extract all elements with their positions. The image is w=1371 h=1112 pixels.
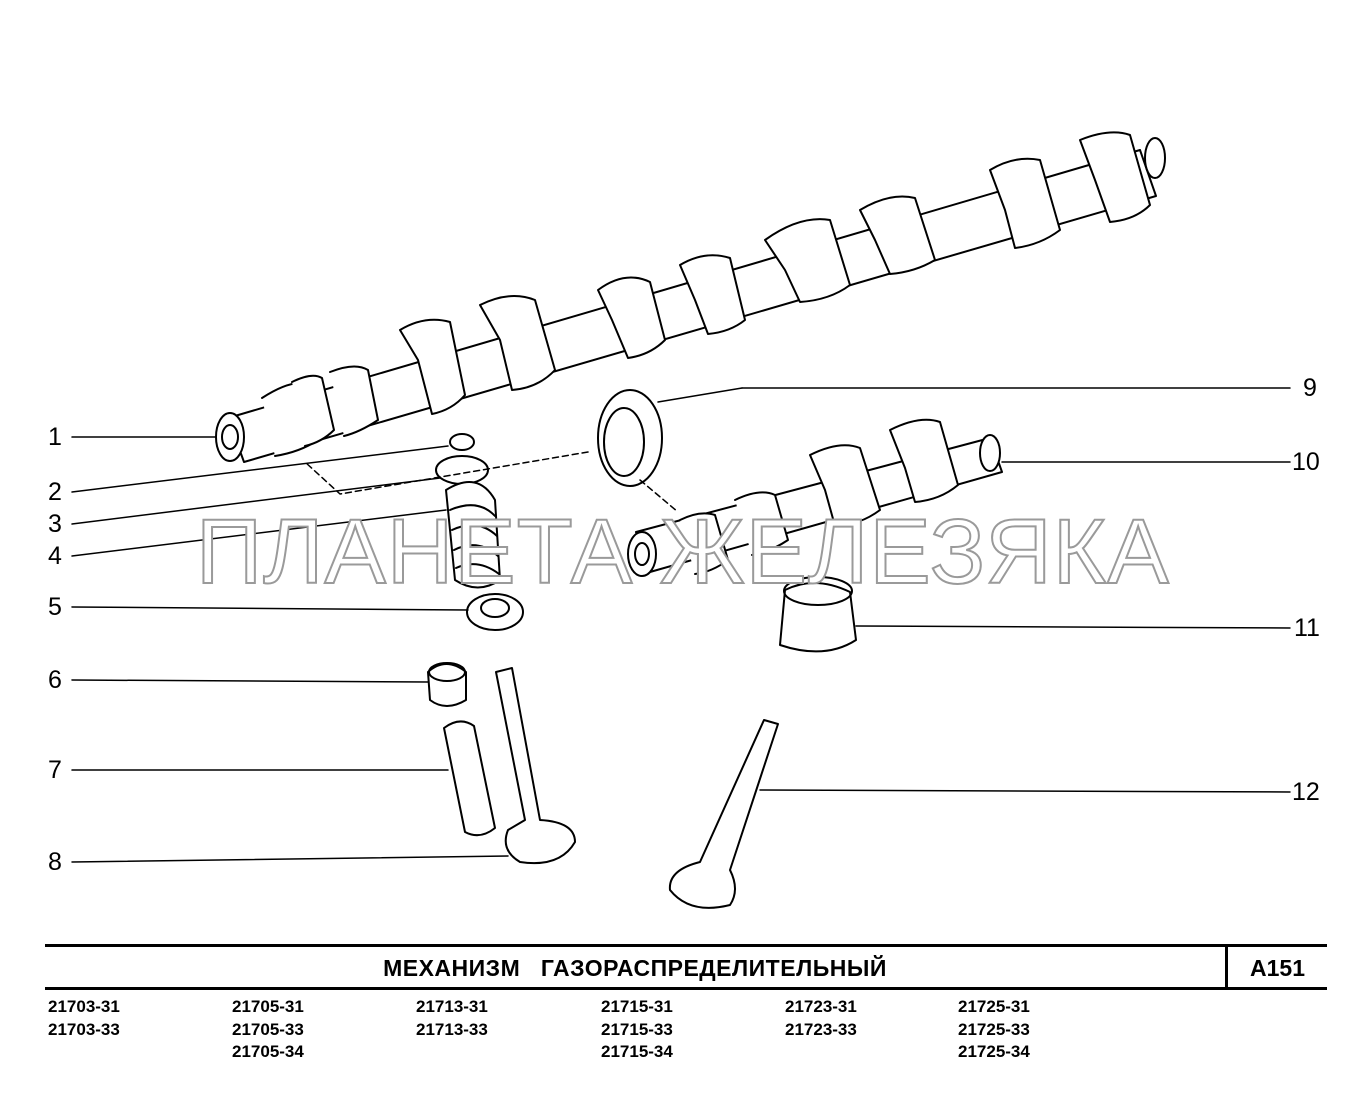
callout-6: 6 [48,666,62,694]
exhaust-valve [668,719,779,909]
model-column-2: 21705-31 21705-33 21705-34 [232,996,304,1064]
camshaft-secondary [627,418,1003,577]
model-column-6: 21725-31 21725-33 21725-34 [958,996,1030,1064]
callout-5: 5 [48,593,62,621]
hydraulic-tappet [779,576,857,653]
model-code: 21713-31 [416,997,488,1016]
page-code: А151 [1250,955,1305,981]
model-code: 21705-31 [232,997,304,1016]
model-column-5: 21723-31 21723-33 [785,996,857,1041]
valve-train-exploded-diagram [71,131,1291,909]
model-code: 21705-34 [232,1042,304,1061]
callout-10: 10 [1292,448,1320,476]
callout-1: 1 [48,423,62,451]
watermark-text: ПЛАНЕТА ЖЕЛЕЗЯКА [195,500,1170,604]
spring-seat [466,593,524,631]
model-column-3: 21713-31 21713-33 [416,996,488,1041]
model-code: 21725-31 [958,997,1030,1016]
leader-lines [71,387,1291,863]
page-title: МЕХАНИЗМ ГАЗОРАСПРЕДЕЛИТЕЛЬНЫЙ [383,955,887,981]
callout-2: 2 [48,478,62,506]
valve-stem-seal [427,662,467,707]
camshaft-main [215,131,1166,463]
model-code: 21725-33 [958,1019,1030,1039]
model-code: 21713-33 [416,1019,488,1039]
title-divider [1225,947,1228,987]
model-column-1: 21703-31 21703-33 [48,996,120,1041]
model-column-4: 21715-31 21715-33 21715-34 [601,996,673,1064]
callout-4: 4 [48,542,62,570]
model-code: 21715-33 [601,1019,673,1039]
model-code: 21703-31 [48,997,120,1016]
model-code: 21715-31 [601,997,673,1016]
intake-valve [495,667,576,865]
model-code: 21725-34 [958,1042,1030,1061]
model-code: 21705-33 [232,1019,304,1039]
valve-guide [443,720,496,837]
model-code: 21703-33 [48,1019,120,1039]
valve-spring-assembly [435,433,501,589]
oil-seal-ring [597,389,663,487]
model-code: 21723-33 [785,1019,857,1039]
title-bar: МЕХАНИЗМ ГАЗОРАСПРЕДЕЛИТЕЛЬНЫЙ А151 [45,944,1327,990]
callout-11: 11 [1294,614,1320,642]
callout-8: 8 [48,848,62,876]
assembly-guide-lines [304,451,679,513]
callout-12: 12 [1292,778,1320,806]
callout-9: 9 [1303,374,1317,402]
model-code: 21715-34 [601,1042,673,1061]
callout-7: 7 [48,756,62,784]
callout-3: 3 [48,510,62,538]
model-code: 21723-31 [785,997,857,1016]
